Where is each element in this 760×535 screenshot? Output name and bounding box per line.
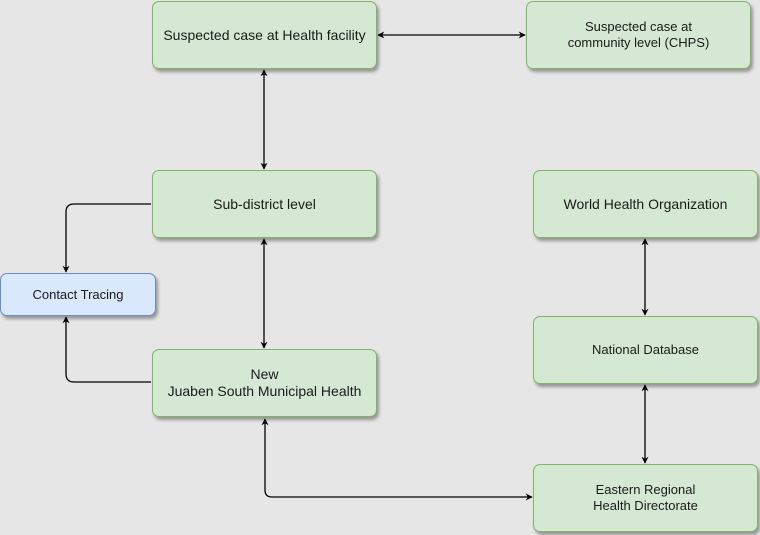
node-label: Eastern Regional Health Directorate	[593, 482, 698, 513]
node-health-facility: Suspected case at Health facility	[152, 1, 377, 69]
node-chps: Suspected case at community level (CHPS)	[526, 1, 751, 69]
node-label: National Database	[592, 342, 699, 358]
node-label: New Juaben South Municipal Health	[167, 366, 362, 399]
node-label: Contact Tracing	[32, 286, 124, 302]
node-municipal-health: New Juaben South Municipal Health	[152, 349, 377, 417]
edge-subdist-contact	[62, 203, 151, 273]
node-label: Suspected case at community level (CHPS)	[567, 19, 710, 50]
node-sub-district: Sub-district level	[152, 170, 377, 238]
node-label: World Health Organization	[563, 195, 728, 212]
node-national-database: National Database	[533, 316, 758, 384]
node-contact-tracing: Contact Tracing	[0, 273, 156, 316]
node-label: Suspected case at Health facility	[163, 26, 366, 43]
node-who: World Health Organization	[533, 170, 758, 238]
node-eastern-regional: Eastern Regional Health Directorate	[533, 464, 758, 532]
edge-municipal-eastern	[261, 418, 533, 501]
edge-municipal-contact	[62, 316, 151, 383]
node-label: Sub-district level	[213, 195, 316, 212]
